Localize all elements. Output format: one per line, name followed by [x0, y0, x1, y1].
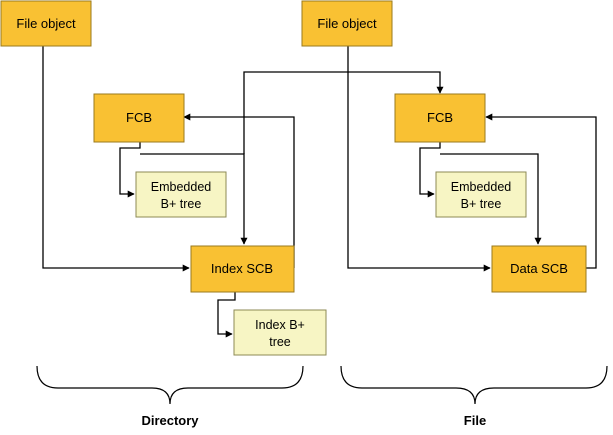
file-file-object-box: File object [301, 0, 393, 47]
dir-index-scb-to-index-tree [217, 292, 236, 338]
dir-embedded-tree-box: Embedded B+ tree [135, 171, 227, 218]
file-fileobject-to-file-fcb [348, 71, 444, 94]
connectors [42, 46, 597, 338]
directory-label: Directory [141, 413, 199, 428]
dir-fcb-box: FCB [93, 93, 185, 143]
dir-index-tree-label-2: tree [269, 335, 291, 349]
dir-fcb-to-embedded [119, 142, 141, 198]
file-data-scb-label: Data SCB [510, 261, 568, 276]
dir-brace [36, 365, 304, 405]
file-data-scb-to-fcb [485, 113, 597, 269]
dir-index-tree-box: Index B+ tree [233, 309, 327, 356]
dir-embedded-label-1: Embedded [151, 180, 212, 194]
file-file-object-label: File object [317, 16, 377, 31]
dir-index-scb-to-fcb [183, 113, 295, 268]
file-fcb-label: FCB [427, 110, 453, 125]
file-brace [340, 365, 608, 405]
file-fcb-to-data-scb [440, 153, 542, 245]
file-embedded-tree-box: Embedded B+ tree [435, 171, 527, 218]
dir-fileobject-to-index-scb [42, 46, 190, 272]
file-fcb-box: FCB [394, 93, 486, 143]
file-embedded-label-2: B+ tree [461, 197, 502, 211]
file-label: File [464, 413, 486, 428]
dir-fcb-label: FCB [126, 110, 152, 125]
dir-file-object-label: File object [16, 16, 76, 31]
dir-index-scb-label: Index SCB [211, 261, 273, 276]
file-fileobject-to-data-scb [347, 72, 491, 272]
dir-index-tree-label-1: Index B+ [255, 318, 305, 332]
file-fcb-to-embedded [419, 142, 441, 198]
file-data-scb-box: Data SCB [491, 245, 587, 293]
dir-embedded-label-2: B+ tree [161, 197, 202, 211]
file-fileobject-to-dir-fcb [243, 46, 349, 154]
file-embedded-label-1: Embedded [451, 180, 512, 194]
dir-file-object-box: File object [0, 0, 92, 47]
dir-index-scb-box: Index SCB [190, 245, 295, 293]
